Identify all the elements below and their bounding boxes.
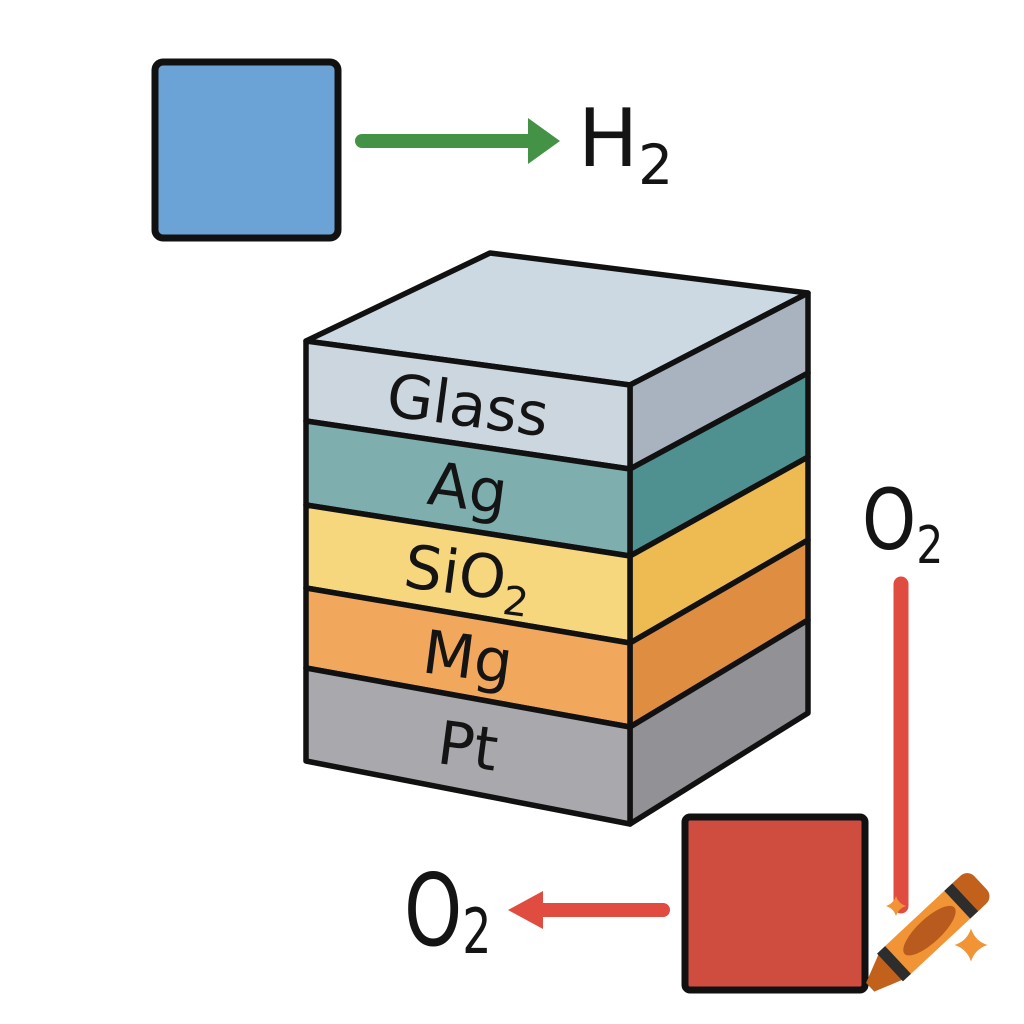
- oxygen-left-arrow-icon: [508, 891, 670, 929]
- oxygen-right-label-main: O: [862, 472, 916, 569]
- hydrogen-label-main: H: [578, 92, 638, 185]
- hydrogen-label-sub: 2: [638, 133, 673, 197]
- layer-label-sio2: SiO2: [399, 532, 536, 627]
- oxygen-right-section: O2: [862, 472, 943, 914]
- oxygen-left-arrow-head: [508, 891, 543, 929]
- hydrogen-arrow-head: [528, 118, 560, 164]
- layer-label-sio2-main: SiO: [400, 532, 510, 615]
- layer-label-ag-main: Ag: [424, 449, 512, 529]
- oxygen-right-label-sub: 2: [916, 516, 943, 576]
- crayon-end-cap: [952, 873, 990, 912]
- hydrogen-label: H2: [578, 92, 673, 197]
- crayon-stripe-back: [944, 883, 979, 919]
- hydrogen-section: H2: [151, 58, 673, 242]
- oxygen-right-label: O2: [862, 472, 943, 576]
- oxygen-bottom-label: O2: [404, 852, 491, 969]
- layer-label-mg-main: Mg: [419, 617, 517, 698]
- crayon-icon: [866, 873, 990, 992]
- oxygen-bottom-label-sub: 2: [462, 895, 491, 968]
- layer-label-pt-main: Pt: [434, 708, 502, 785]
- oxygen-bottom-label-main: O: [404, 852, 462, 969]
- crayon-tip: [866, 952, 904, 992]
- layer-label-pt: Pt: [434, 708, 502, 785]
- oxygen-bottom-section: O2: [404, 813, 869, 994]
- layer-stack: Glass Ag SiO2 Mg Pt: [303, 250, 811, 827]
- layer-label-mg: Mg: [419, 617, 517, 698]
- product-square: [681, 813, 869, 994]
- sparkle-large-icon: [954, 928, 988, 962]
- layer-pt-front: [303, 665, 633, 827]
- sparkle-small-icon: [886, 896, 906, 916]
- crayon-stripe-front: [877, 946, 911, 982]
- hydrogen-arrow-icon: [355, 118, 560, 164]
- crayon-body-oval: [903, 905, 956, 956]
- layer-label-ag: Ag: [424, 449, 512, 529]
- layer-label-sio2-sub: 2: [500, 578, 531, 627]
- reactant-square: [151, 58, 342, 242]
